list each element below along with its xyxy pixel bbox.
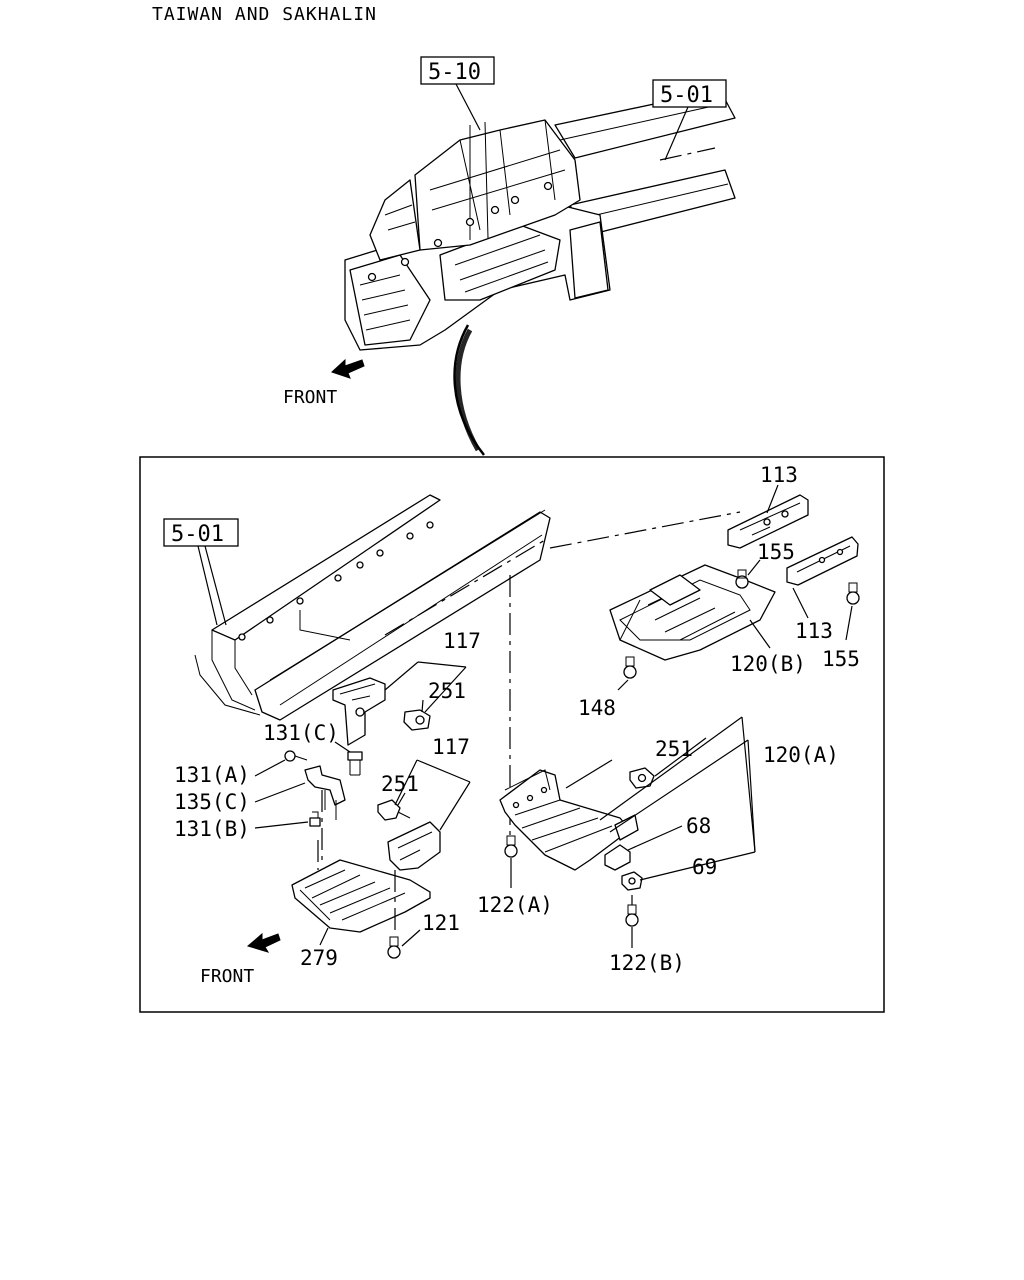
- bolt-122b[interactable]: [625, 904, 639, 927]
- bolt-121[interactable]: [387, 936, 401, 959]
- callout-69[interactable]: 69: [692, 855, 717, 879]
- part-135c-bracket[interactable]: [304, 765, 346, 860]
- bolt-131c[interactable]: [347, 751, 363, 776]
- callout-279[interactable]: 279: [300, 946, 338, 970]
- callout-131c[interactable]: 131(C): [263, 721, 339, 745]
- bolt-148[interactable]: [623, 656, 637, 679]
- front-arrow-top: FRONT: [283, 358, 365, 408]
- callout-251-lower[interactable]: 251: [381, 772, 419, 796]
- callout-68[interactable]: 68: [686, 814, 711, 838]
- callout-155-upper[interactable]: 155: [757, 540, 795, 564]
- part-117-bracket-lower[interactable]: [387, 821, 441, 871]
- detail-frame: [139, 456, 885, 1013]
- part-68-bracket[interactable]: [604, 814, 639, 871]
- callout-251-right[interactable]: 251: [655, 737, 693, 761]
- callout-120a[interactable]: 120(A): [763, 743, 839, 767]
- part-113-lower[interactable]: [786, 536, 859, 586]
- callout-117-lower[interactable]: 117: [432, 735, 470, 759]
- callout-251-upper[interactable]: 251: [428, 679, 466, 703]
- callout-113-upper[interactable]: 113: [760, 463, 798, 487]
- diagram-title: TAIWAN AND SAKHALIN: [152, 4, 377, 25]
- overview-chassis-drawing: [344, 89, 736, 351]
- nut-251-right[interactable]: [629, 767, 655, 789]
- ref-box-5-10[interactable]: 5-10: [420, 56, 495, 85]
- ref-5-01-top-label: 5-01: [660, 83, 713, 108]
- callout-labels: 113 155 113 155 120(B) 148 117 251 131(C…: [174, 463, 860, 975]
- part-113-upper[interactable]: [727, 494, 809, 549]
- nut-69[interactable]: [621, 871, 643, 891]
- callout-148[interactable]: 148: [578, 696, 616, 720]
- detail-side-rail: [194, 494, 551, 721]
- part-117-bracket-upper[interactable]: [332, 677, 386, 746]
- bolt-155-lower[interactable]: [846, 582, 860, 605]
- front-label-top: FRONT: [283, 387, 337, 408]
- callout-135c[interactable]: 135(C): [174, 790, 250, 814]
- callout-122b[interactable]: 122(B): [609, 951, 685, 975]
- part-120a-tray[interactable]: [499, 769, 631, 871]
- ref-5-10-label: 5-10: [428, 60, 481, 85]
- callout-155-lower[interactable]: 155: [822, 647, 860, 671]
- bolt-155-upper[interactable]: [735, 569, 749, 589]
- callout-117-upper[interactable]: 117: [443, 629, 481, 653]
- callout-122a[interactable]: 122(A): [477, 893, 553, 917]
- nut-251-lower[interactable]: [377, 799, 411, 821]
- callout-121[interactable]: 121: [422, 911, 460, 935]
- bolt-122a[interactable]: [504, 835, 518, 858]
- front-label-bottom: FRONT: [200, 966, 254, 987]
- nut-251-upper[interactable]: [403, 709, 431, 731]
- callout-120b[interactable]: 120(B): [730, 652, 806, 676]
- ref-5-01-detail-label: 5-01: [171, 522, 224, 547]
- ref-box-5-01-top[interactable]: 5-01: [652, 79, 727, 108]
- callout-113-lower[interactable]: 113: [795, 619, 833, 643]
- ref-box-5-01-detail[interactable]: 5-01: [163, 518, 239, 547]
- callout-131b[interactable]: 131(B): [174, 817, 250, 841]
- bolt-131a[interactable]: [284, 750, 308, 762]
- part-120b-tray[interactable]: [609, 564, 776, 661]
- bolt-131b[interactable]: [309, 811, 321, 827]
- front-arrow-bottom: FRONT: [200, 932, 281, 987]
- callout-131a[interactable]: 131(A): [174, 763, 250, 787]
